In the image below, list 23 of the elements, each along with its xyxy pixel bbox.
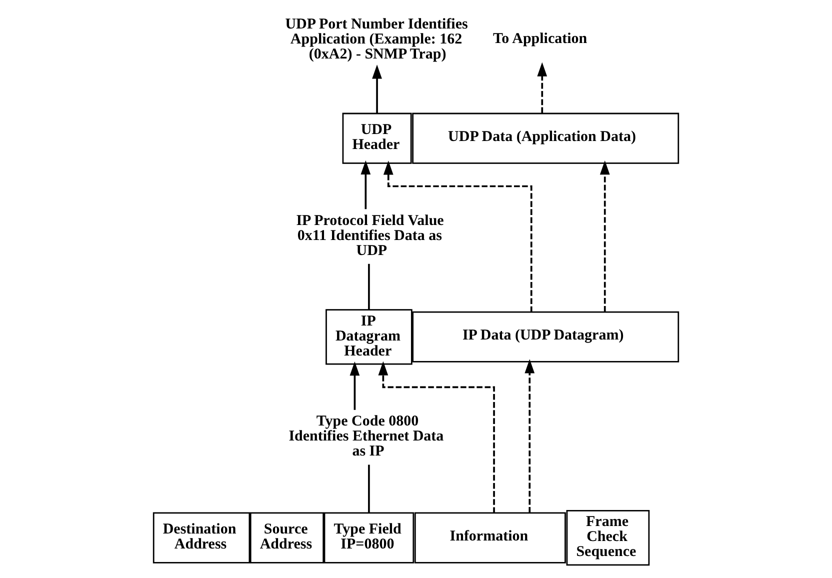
node-box: Destination Address (152, 512, 250, 564)
node-text: IP Protocol Field Value 0x11 Identifies Data as UDP (296, 212, 444, 259)
node-box: Information (414, 512, 566, 564)
node-box: Frame Check Sequence (566, 510, 650, 566)
arrow (537, 62, 548, 114)
arrow (360, 160, 371, 210)
node-box: UDP Data (Application Data) (412, 112, 680, 164)
node-box: UDP Header (342, 112, 412, 164)
arrow (524, 359, 535, 513)
connector (368, 264, 370, 310)
node-text: UDP Port Number Identifies Application (Example: 162 (0xA2) - SNMP Trap) (285, 16, 468, 63)
connector (368, 464, 370, 513)
arrow (372, 64, 382, 114)
arrow (378, 361, 495, 513)
arrow (383, 160, 532, 312)
arrow (350, 362, 360, 410)
node-text: To Application (493, 30, 588, 47)
node-box: IP Datagram Header (326, 309, 412, 365)
node-box: IP Data (UDP Datagram) (412, 311, 680, 362)
node-box: Source Address (250, 512, 324, 564)
arrow (600, 160, 610, 312)
node-text: Type Code 0800 Identifies Ethernet Data as IP (288, 414, 444, 460)
node-box: Type Field IP=0800 (324, 512, 414, 564)
